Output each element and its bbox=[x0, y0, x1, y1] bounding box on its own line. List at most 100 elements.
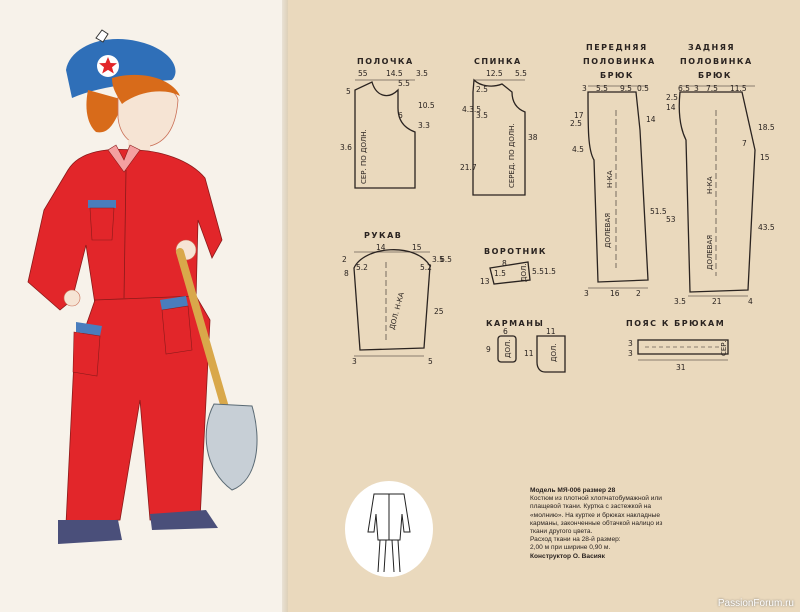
dim-label: 5.5 bbox=[515, 69, 527, 78]
dim-label: 14 bbox=[646, 115, 656, 124]
dim-label: 7 bbox=[742, 139, 747, 148]
dim-label: 31 bbox=[676, 363, 686, 372]
pocket-small-grain-label: ДОЛ. bbox=[504, 340, 512, 358]
dim-label: 43.5 bbox=[758, 223, 775, 232]
dim-label: 6.5 bbox=[440, 255, 452, 264]
dim-label: 10.5 bbox=[418, 101, 435, 110]
dim-label: 38 bbox=[528, 133, 538, 142]
description-line: «молнию». На куртке и брюках накладные bbox=[530, 511, 661, 519]
trouser-front-seam-label: Н-КА bbox=[606, 170, 614, 188]
dim-label: 6 bbox=[398, 111, 403, 120]
dim-label: 16 bbox=[610, 289, 620, 298]
dim-label: 0.5 bbox=[637, 84, 649, 93]
dim-label: 21.7 bbox=[460, 163, 477, 172]
dim-label: 18.5 bbox=[758, 123, 775, 132]
dim-label: 3 bbox=[694, 84, 699, 93]
dim-label: 8 bbox=[502, 259, 507, 268]
dim-label: 4.5 bbox=[572, 145, 584, 154]
dim-label: 15 bbox=[760, 153, 770, 162]
trouser-back-title-1: ЗАДНЯЯ bbox=[688, 43, 735, 52]
dim-label: 3.6 bbox=[340, 143, 352, 152]
back-title: СПИНКА bbox=[474, 57, 522, 66]
dim-label: 25 bbox=[434, 307, 444, 316]
front-grain-label: СЕР. ПО ДОЛН. bbox=[360, 129, 368, 184]
dim-label: 4.3.5 bbox=[462, 105, 481, 114]
trouser-front-title-2: ПОЛОВИНКА bbox=[583, 57, 656, 66]
belt-grain-label: СЕР. bbox=[720, 340, 728, 356]
sleeve-outline bbox=[353, 249, 431, 351]
trouser-back-title-2: ПОЛОВИНКА bbox=[680, 57, 753, 66]
dim-label: 14 bbox=[376, 243, 386, 252]
dim-label: 3 bbox=[582, 84, 587, 93]
dim-label: 3.5 bbox=[476, 111, 488, 120]
illustration-page bbox=[0, 0, 288, 612]
collar-title: ВОРОТНИК bbox=[484, 247, 547, 256]
dim-label: 11.5 bbox=[730, 84, 747, 93]
designer-line: Конструктор О. Васияк bbox=[530, 552, 605, 560]
dim-label: 2.5 bbox=[476, 85, 488, 94]
belt-title: ПОЯС К БРЮКАМ bbox=[626, 319, 725, 328]
dim-label: 8 bbox=[344, 269, 349, 278]
dim-label: 5.5 bbox=[532, 267, 544, 276]
watermark: PassionForum.ru bbox=[717, 598, 794, 609]
dim-label: 3 bbox=[584, 289, 589, 298]
dim-label: 11 bbox=[546, 327, 556, 336]
dim-label: 3.5 bbox=[432, 255, 444, 264]
dim-label: 51.5 bbox=[650, 207, 667, 216]
dim-label: 7.5 bbox=[706, 84, 718, 93]
front-piece-outline bbox=[354, 81, 416, 189]
dim-label: 1.5 bbox=[544, 267, 556, 276]
back-piece-outline bbox=[472, 78, 526, 196]
dim-label: 5.5 bbox=[596, 84, 608, 93]
dim-label: 3 bbox=[628, 349, 633, 358]
dim-label: 11 bbox=[524, 349, 534, 358]
dim-label: 2.5 bbox=[570, 119, 582, 128]
trouser-back-outline bbox=[678, 91, 756, 293]
dim-label: 6 bbox=[503, 327, 508, 336]
dim-label: 15 bbox=[412, 243, 422, 252]
dim-label: 5.2 bbox=[356, 263, 368, 272]
pocket-large-outline bbox=[536, 335, 566, 373]
dim-label: 4 bbox=[748, 297, 753, 306]
trouser-front-grain-label: ДОЛЕВАЯ bbox=[604, 213, 612, 248]
description-line: Расход ткани на 28-й размер: bbox=[530, 536, 621, 544]
dim-label: 3 bbox=[628, 339, 633, 348]
description-line: плащевой ткани. Куртка с застежкой на bbox=[530, 503, 652, 511]
dim-label: 3 bbox=[352, 357, 357, 366]
dim-label: 5.5 bbox=[398, 79, 410, 88]
model-description: Модель МЯ-006 размер 28 Костюм из плотно… bbox=[530, 487, 720, 561]
dim-label: 53 bbox=[666, 215, 676, 224]
sleeve-grain-label: ДОЛ. Н-КА bbox=[388, 291, 406, 330]
back-grain-label: СЕРЕД. ПО ДОЛН. bbox=[508, 123, 516, 188]
dim-label: 1.5 bbox=[494, 269, 506, 278]
trouser-front-title-1: ПЕРЕДНЯЯ bbox=[586, 43, 648, 52]
description-line: ткани другого цвета. bbox=[530, 528, 593, 536]
dim-label: 13 bbox=[480, 277, 490, 286]
dim-label: 9.5 bbox=[620, 84, 632, 93]
dim-label: 2 bbox=[342, 255, 347, 264]
trouser-front-title-3: БРЮК bbox=[600, 71, 634, 80]
front-title: ПОЛОЧКА bbox=[357, 57, 414, 66]
description-line: 2,00 м при ширине 0,90 м. bbox=[530, 544, 611, 552]
dim-label: 55 bbox=[358, 69, 368, 78]
dim-label: 5 bbox=[428, 357, 433, 366]
trouser-back-seam-label: Н-КА bbox=[706, 176, 714, 194]
sleeve-title: РУКАВ bbox=[364, 231, 402, 240]
dim-label: 2 bbox=[636, 289, 641, 298]
dim-label: 12.5 bbox=[486, 69, 503, 78]
pockets-title: КАРМАНЫ bbox=[486, 319, 544, 328]
model-line: Модель МЯ-006 размер 28 bbox=[530, 487, 616, 494]
dim-label: 17 bbox=[574, 111, 584, 120]
pocket-large-grain-label: ДОЛ. bbox=[550, 344, 558, 362]
boy-in-suit-illustration bbox=[27, 29, 258, 544]
dim-label: 14.5 bbox=[386, 69, 403, 78]
dim-label: 3.3 bbox=[418, 121, 430, 130]
suit-sketch-thumbnail bbox=[345, 481, 433, 577]
dim-label: 5 bbox=[346, 87, 351, 96]
trouser-back-grain-label: ДОЛЕВАЯ bbox=[706, 235, 714, 270]
description-line: карманы, законченные обтачкой налицо из bbox=[530, 519, 663, 527]
dim-label: 2.5 bbox=[666, 93, 678, 102]
pocket-small-outline bbox=[497, 335, 517, 363]
